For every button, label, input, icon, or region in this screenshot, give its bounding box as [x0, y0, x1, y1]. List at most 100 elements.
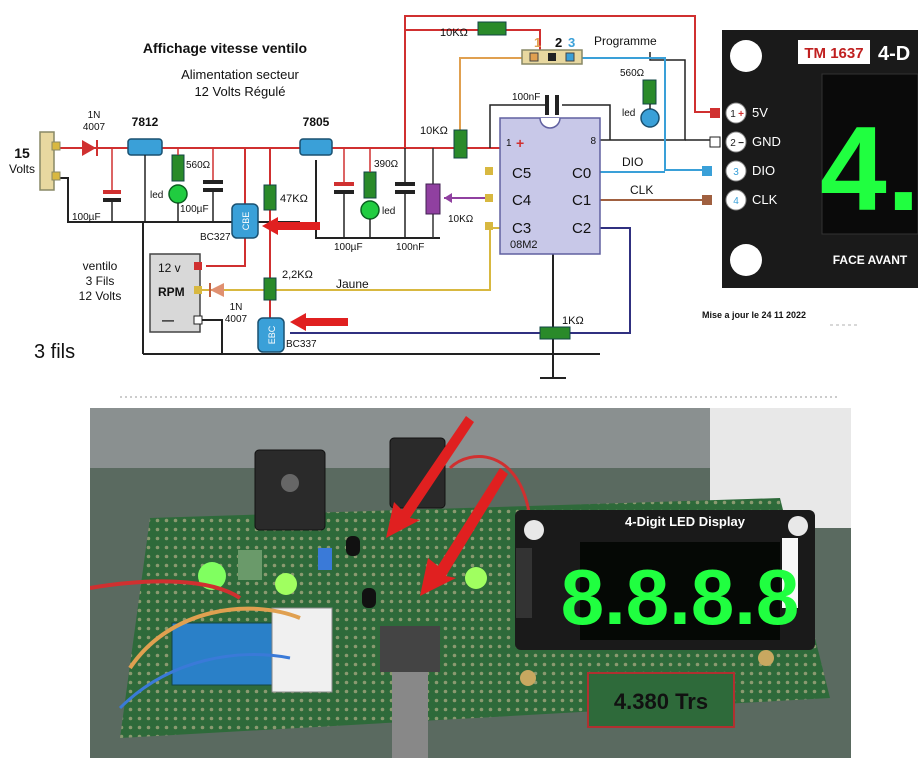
red-arrow-1	[262, 217, 320, 235]
r10k-left-label: 10KΩ	[420, 125, 448, 137]
led-display-module: 4-Digit LED Display 8.8.8.8	[515, 510, 815, 650]
capacitor-c2	[203, 148, 223, 222]
display-digits: 8.8.8.8	[561, 553, 800, 641]
fan-12v: 12 v	[158, 261, 181, 275]
pic-name: 08M2	[510, 239, 538, 251]
bc337-pins: EBC	[267, 325, 277, 344]
led2-label: led	[382, 206, 395, 217]
module-pin3-number: 3	[733, 167, 739, 178]
screw-terminal	[171, 622, 273, 686]
c2-label: 100µF	[180, 204, 209, 215]
resistor-2k2	[263, 277, 277, 301]
regulator-heatsink-2	[389, 437, 446, 509]
wire-rpm-yellow	[200, 227, 500, 291]
schematic-title: Affichage vitesse ventilo	[143, 40, 307, 56]
resistor-10k-left	[453, 129, 468, 159]
module-pin2-minus: −	[738, 138, 744, 149]
fan-title-1: ventilo	[83, 259, 118, 273]
cap-top-label: 100nF	[512, 92, 540, 103]
t1-label: BC327	[200, 232, 231, 243]
module-pin4-number: 4	[733, 196, 739, 207]
module-pin4-label: CLK	[752, 192, 778, 207]
wire-12v-fan	[206, 148, 246, 267]
module-pin3-label: DIO	[752, 163, 775, 178]
diode1-label-b: 4007	[83, 122, 106, 133]
led-photo-3	[465, 567, 487, 589]
schematic-subtitle-1: Alimentation secteur	[181, 67, 299, 82]
pic-c0: C0	[572, 165, 591, 182]
diode2-label-b: 4007	[225, 314, 248, 325]
diode-1n4007-b	[209, 283, 224, 297]
prog-pin-3: 3	[568, 35, 575, 50]
wire-5v-top	[404, 15, 712, 148]
bc327-pins: CBE	[241, 212, 251, 231]
module-pin1-number: 1	[730, 109, 736, 120]
capacitor-c1	[103, 148, 121, 222]
diode1-label-a: 1N	[88, 110, 101, 121]
screw-1	[520, 670, 536, 686]
c4-label: 100nF	[396, 242, 424, 253]
pic-pin1-label: 1	[506, 138, 512, 149]
module-chip-label: TM 1637	[804, 45, 863, 62]
green-cap	[238, 550, 262, 580]
r47k-label: 47KΩ	[280, 193, 308, 205]
programming-header	[521, 49, 583, 65]
wire-prog-orange	[459, 57, 530, 130]
potentiometer-photo	[380, 626, 440, 672]
pic-c1: C1	[572, 192, 591, 209]
regulator-7805	[299, 138, 333, 156]
c1-label: 100µF	[72, 212, 101, 223]
assembled-board-photo: 4-Digit LED Display 8.8.8.8 4.380 Trs	[90, 408, 851, 758]
transistor-bc337: EBC	[257, 317, 285, 353]
t2-label: BC337	[286, 339, 317, 350]
fan-minus: —	[162, 313, 174, 327]
module-pin2-number: 2	[730, 138, 736, 149]
capacitor-top-100nf	[545, 95, 559, 115]
module-title-partial: 4-D	[878, 43, 910, 65]
wire-cap-top-r	[562, 104, 611, 140]
module-digit: 4.	[820, 102, 918, 236]
wire-10k-top-to-prog	[506, 29, 541, 52]
supply-connector	[39, 131, 55, 191]
fan-title-2: 3 Fils	[86, 274, 115, 288]
fan-rpm: RPM	[158, 285, 185, 299]
display-title: 4-Digit LED Display	[625, 514, 746, 529]
resistor-1k	[539, 326, 571, 340]
red-arrow-2	[290, 313, 348, 331]
c3-label: 100µF	[334, 242, 363, 253]
tm1637-module: TM 1637 4-D 4. FACE AVANT	[702, 30, 918, 288]
dio-label: DIO	[622, 155, 643, 169]
pic-pin8-label: 8	[590, 136, 596, 147]
update-label: Mise a jour le 24 11 2022	[702, 310, 806, 320]
pic-c5: C5	[512, 165, 531, 182]
r1k-label: 1KΩ	[562, 315, 584, 327]
wire-fan-minus	[200, 319, 223, 354]
diode2-label-a: 1N	[230, 302, 243, 313]
led-green-1	[168, 184, 188, 222]
module-pin1-plus: +	[738, 109, 744, 120]
regulator-7812	[127, 138, 163, 156]
module-pin2-label: GND	[752, 134, 781, 149]
pic-c2: C2	[572, 220, 591, 237]
transistor-bc327: CBE	[231, 203, 259, 239]
fan-title-3: 12 Volts	[79, 289, 122, 303]
capacitor-c4	[395, 148, 415, 238]
schematic-subtitle-2: 12 Volts Régulé	[194, 84, 285, 99]
diode-1n4007-a	[82, 140, 96, 156]
photo-red-arrow-2	[420, 468, 508, 596]
resistor-560-left	[171, 154, 185, 182]
module-face-label: FACE AVANT	[833, 253, 908, 267]
led3-label: led	[622, 108, 635, 119]
wire-c2-navy	[570, 227, 631, 334]
circuit-schematic: CBE EBC TM 1637 4-D 4. FACE AVAN	[9, 15, 918, 398]
transistor-photo-1	[346, 536, 360, 556]
resistor-560-right	[642, 79, 657, 105]
capacitor-c3	[334, 148, 354, 238]
speed-label-box	[587, 672, 735, 728]
wire-prog-blue	[580, 57, 705, 171]
reg1-label: 7812	[132, 115, 159, 129]
photo-red-arrow-1	[386, 416, 474, 538]
prog-label: Programme	[594, 34, 657, 48]
led-green-2	[360, 200, 380, 238]
module-pin1-label: 5V	[752, 105, 768, 120]
